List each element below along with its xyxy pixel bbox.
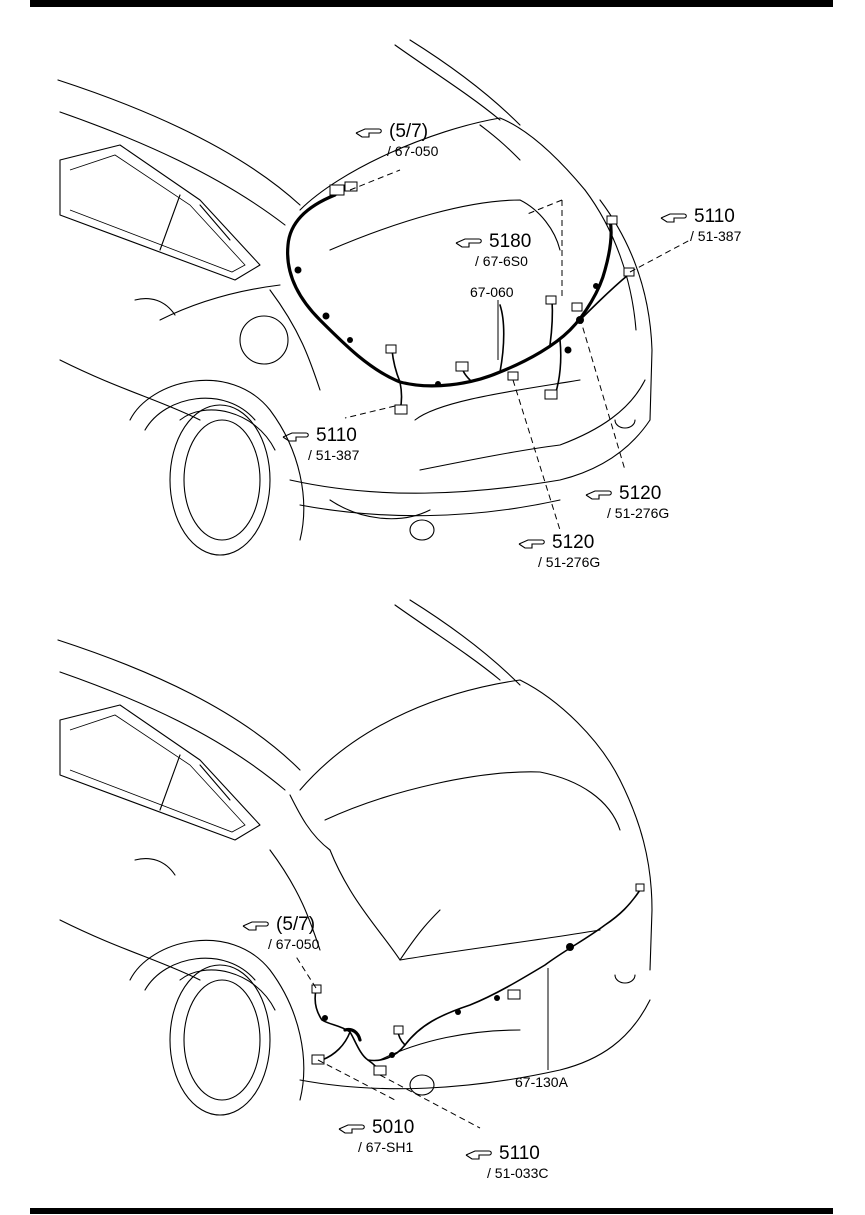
part-label-67-130A: 67-130A [515, 1074, 568, 1090]
pointing-hand-icon [282, 432, 309, 442]
callout-bottom-5-7: (5/7) / 67-050 [242, 915, 319, 951]
callout-top-5120-right: 5120 / 51-276G [585, 484, 669, 520]
pointing-hand-icon [518, 539, 545, 549]
top-vehicle-outline [57, 39, 653, 556]
pointing-hand-icon [242, 921, 269, 931]
callout-top-5110-right: 5110 / 51-387 [660, 207, 741, 243]
bottom-vehicle-outline [57, 599, 653, 1116]
callout-top-5110-left: 5110 / 51-387 [282, 426, 359, 462]
pointing-hand-icon [465, 1150, 492, 1160]
top-border-rule [30, 0, 833, 7]
pointing-hand-icon [338, 1124, 365, 1134]
pointing-hand-icon [585, 490, 612, 500]
pointing-hand-icon [355, 128, 382, 138]
callout-top-5120-bottom: 5120 / 51-276G [518, 533, 600, 569]
bottom-border-rule [30, 1208, 833, 1214]
callout-top-5180: 5180 / 67-6S0 [455, 232, 531, 268]
bottom-leader-lines [294, 954, 549, 1129]
pointing-hand-icon [455, 238, 482, 248]
part-label-67-060: 67-060 [470, 284, 514, 300]
callout-bottom-5010: 5010 / 67-SH1 [338, 1118, 414, 1154]
pointing-hand-icon [660, 213, 687, 223]
bottom-harness-67-130A [311, 883, 645, 1076]
top-leader-lines [344, 169, 691, 531]
top-harness-67-060 [286, 181, 635, 415]
callout-bottom-5110: 5110 / 51-033C [465, 1144, 548, 1180]
callout-top-5-7: (5/7) / 67-050 [355, 122, 438, 158]
